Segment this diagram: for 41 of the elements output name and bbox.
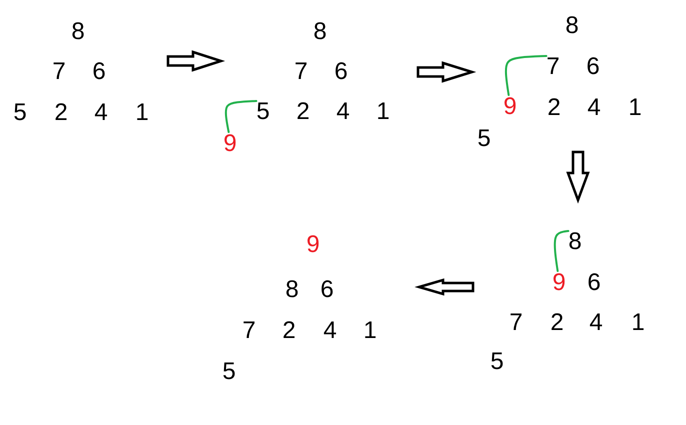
number-label: 8 — [568, 230, 582, 254]
number-label: 6 — [320, 278, 334, 302]
number-label: 2 — [296, 100, 310, 124]
number-label: 7 — [509, 311, 523, 335]
number-label: 5 — [490, 350, 504, 374]
number-label: 8 — [285, 278, 299, 302]
number-label: 4 — [589, 311, 603, 335]
number-label: 1 — [631, 311, 645, 335]
number-label: 5 — [13, 101, 27, 125]
number-label: 4 — [94, 101, 108, 125]
number-label: 1 — [628, 96, 642, 120]
number-label: 1 — [363, 319, 377, 343]
number-label: 7 — [242, 319, 256, 343]
number-label: 9 — [306, 233, 320, 257]
number-label: 2 — [550, 311, 564, 335]
number-label: 2 — [547, 96, 561, 120]
number-label: 4 — [587, 96, 601, 120]
number-label: 2 — [54, 101, 68, 125]
number-label: 9 — [503, 95, 517, 119]
number-label: 6 — [587, 271, 601, 295]
number-label: 7 — [52, 60, 66, 84]
number-label: 6 — [92, 60, 106, 84]
number-label: 8 — [71, 20, 85, 44]
connector-line — [504, 55, 548, 96]
number-label: 1 — [135, 101, 149, 125]
number-label: 6 — [586, 55, 600, 79]
number-label: 5 — [256, 100, 270, 124]
number-label: 9 — [552, 271, 566, 295]
number-label: 9 — [223, 132, 237, 156]
number-label: 5 — [222, 360, 236, 384]
number-label: 6 — [334, 60, 348, 84]
number-label: 7 — [294, 60, 308, 84]
number-label: 1 — [376, 100, 390, 124]
number-label: 2 — [282, 319, 296, 343]
number-label: 5 — [477, 127, 491, 151]
number-label: 7 — [546, 55, 560, 79]
connector-line — [224, 100, 258, 133]
number-label: 4 — [336, 100, 350, 124]
number-label: 8 — [565, 14, 579, 38]
number-label: 4 — [323, 319, 337, 343]
number-label: 8 — [313, 20, 327, 44]
